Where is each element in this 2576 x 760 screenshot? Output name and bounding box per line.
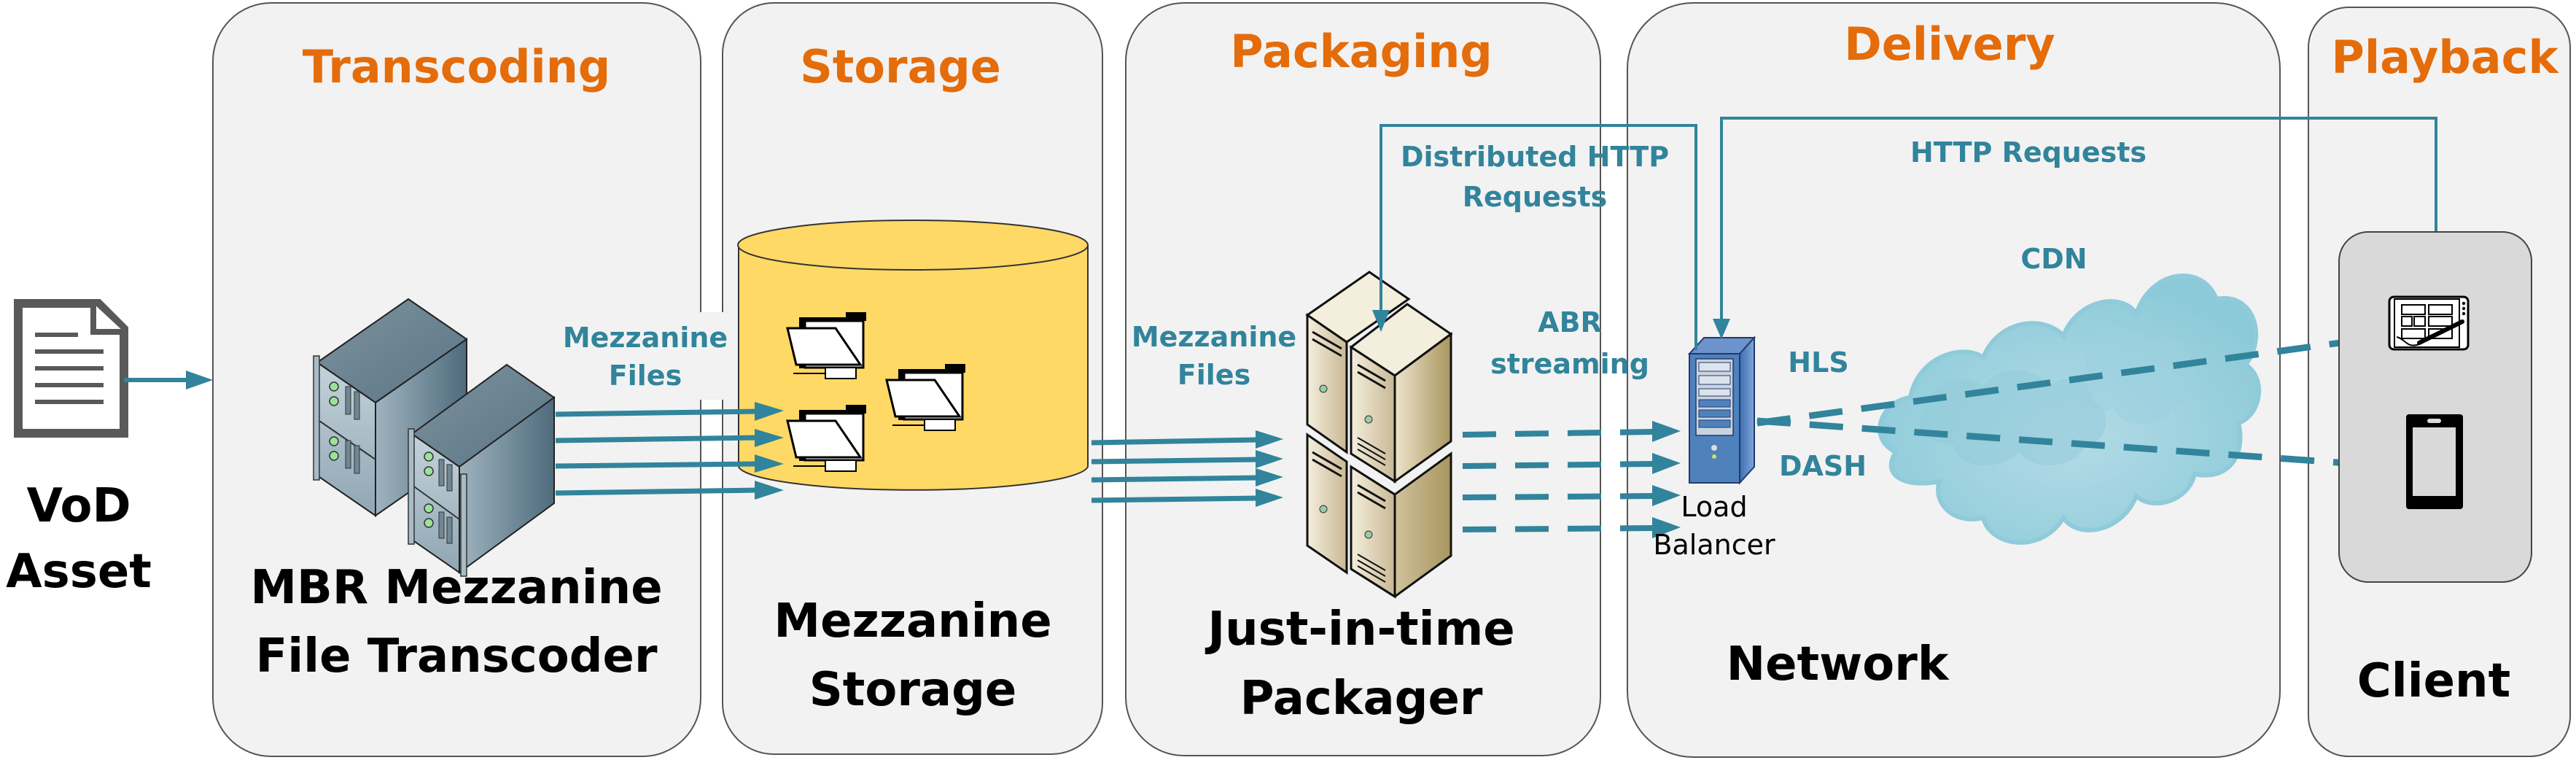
stage-label-playback: Client: [2357, 654, 2510, 708]
distributed-http-requests-connector: [1380, 124, 1697, 350]
distributed-http-arrowhead: [1372, 310, 1390, 332]
stage-title-playback: Playback: [2331, 31, 2559, 84]
flow-label-mezzanine-files-1-line2: Files: [609, 360, 682, 392]
stage-title-storage: Storage: [800, 40, 1001, 93]
flow-label-abr-line2: streaming: [1490, 348, 1649, 380]
hls-label: HLS: [1788, 346, 1848, 379]
storage-to-packager-arrows: [1091, 430, 1283, 507]
stage-label-transcoding-line2: File Transcoder: [256, 629, 658, 683]
source-label-line2: Asset: [6, 545, 152, 599]
flow-label-distributed-http-line2: Requests: [1463, 181, 1607, 213]
stage-label-packaging-line2: Packager: [1240, 672, 1483, 726]
http-requests-arrowhead: [1713, 319, 1730, 339]
stage-title-packaging: Packaging: [1230, 25, 1493, 78]
load-balancer-label-line1: Load: [1681, 491, 1747, 523]
stage-label-storage-line1: Mezzanine: [774, 594, 1051, 648]
folder-icon: [786, 312, 866, 379]
cdn-cloud-icon: [1877, 273, 2261, 545]
stage-label-storage-line2: Storage: [809, 663, 1017, 717]
packager-to-lb-arrowheads: [1652, 421, 1681, 538]
rack-server-icon: [313, 298, 556, 577]
load-balancer-icon: [1687, 336, 1756, 485]
smartphone-icon: [2406, 414, 2463, 509]
flow-label-abr-line1: ABR: [1538, 306, 1602, 338]
client-device-box: [2338, 231, 2532, 583]
document-icon: [14, 299, 128, 438]
tower-server-icon: [1305, 271, 1453, 599]
packager-to-lb-dashed-arrows: [1462, 429, 1656, 532]
cdn-label: CDN: [2020, 243, 2087, 275]
stage-label-transcoding-line1: MBR Mezzanine: [250, 561, 662, 615]
stage-label-packaging-line1: Just-in-time: [1205, 602, 1514, 656]
source-label-line1: VoD: [26, 479, 131, 533]
stage-title-transcoding: Transcoding: [303, 40, 610, 93]
flow-label-http-requests: HTTP Requests: [1910, 136, 2147, 168]
flow-label-background: [561, 312, 731, 400]
asset-to-transcoder-arrow: [124, 371, 213, 389]
storage-cylinder-icon: [737, 220, 1089, 491]
folder-icon: [786, 405, 866, 472]
tablet-icon: [2388, 295, 2470, 351]
load-balancer-label-line2: Balancer: [1653, 529, 1775, 561]
stage-title-delivery: Delivery: [1844, 18, 2055, 71]
http-requests-connector: [1720, 117, 2437, 321]
folder-icon: [885, 364, 965, 431]
flow-label-mezzanine-files-2-line1: Mezzanine: [1132, 321, 1296, 353]
transcoder-to-storage-arrows: [555, 402, 784, 500]
flow-label-distributed-http-line1: Distributed HTTP: [1401, 141, 1669, 173]
dash-label: DASH: [1779, 450, 1867, 482]
flow-label-mezzanine-files-1-line1: Mezzanine: [563, 322, 728, 354]
flow-label-mezzanine-files-2-line2: Files: [1178, 359, 1250, 391]
stage-label-delivery: Network: [1727, 637, 1950, 691]
